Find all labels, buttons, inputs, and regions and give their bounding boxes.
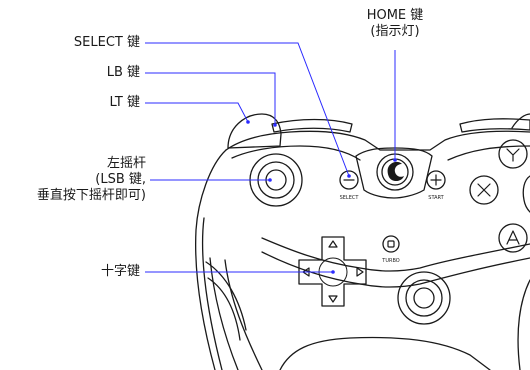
- dpad-down-arrow-icon: [328, 295, 338, 303]
- dpad-right-arrow-icon: [356, 267, 364, 277]
- a-glyph-icon: [506, 230, 520, 245]
- select-label: SELECT 键: [73, 35, 140, 50]
- right-stick-outer: [397, 271, 451, 325]
- controller-body: [195, 149, 227, 370]
- x-glyph-icon: [477, 183, 491, 197]
- face-button-x: [469, 175, 499, 205]
- select-button: [339, 170, 359, 190]
- lt-label: LT 键: [109, 95, 140, 110]
- lt-leader-line: [145, 102, 249, 123]
- right-stick-mid: [405, 279, 443, 317]
- rt-trigger: [511, 113, 530, 129]
- lsb-label: 左摇杆 (LSB 键, 垂直按下摇杆即可): [36, 156, 146, 203]
- y-glyph-icon: [506, 148, 520, 162]
- select-leader-line: [145, 42, 350, 177]
- rb-bumper: [459, 118, 530, 133]
- top-shell: [225, 130, 530, 151]
- dpad-label: 十字键: [100, 264, 140, 279]
- lb-leader-line: [145, 72, 276, 125]
- right-stick-inner: [413, 287, 435, 309]
- start-mark: START: [428, 195, 444, 201]
- dpad-up-arrow-icon: [328, 240, 338, 248]
- turbo-icon: [387, 240, 395, 248]
- turbo-mark: TURBO: [381, 258, 400, 264]
- select-mark: SELECT: [340, 195, 360, 201]
- home-logo-icon: [387, 161, 404, 182]
- dpad: [298, 236, 367, 307]
- face-button-y: [498, 139, 528, 169]
- lt-trigger: [227, 113, 282, 149]
- lb-bumper: [271, 118, 353, 133]
- start-button: [426, 170, 446, 190]
- turbo-button: [382, 235, 400, 253]
- face-button-a: [498, 223, 528, 253]
- home-label: HOME 键 (指示灯): [366, 8, 424, 39]
- lb-label: LB 键: [106, 65, 140, 80]
- start-plus-icon: [430, 174, 442, 186]
